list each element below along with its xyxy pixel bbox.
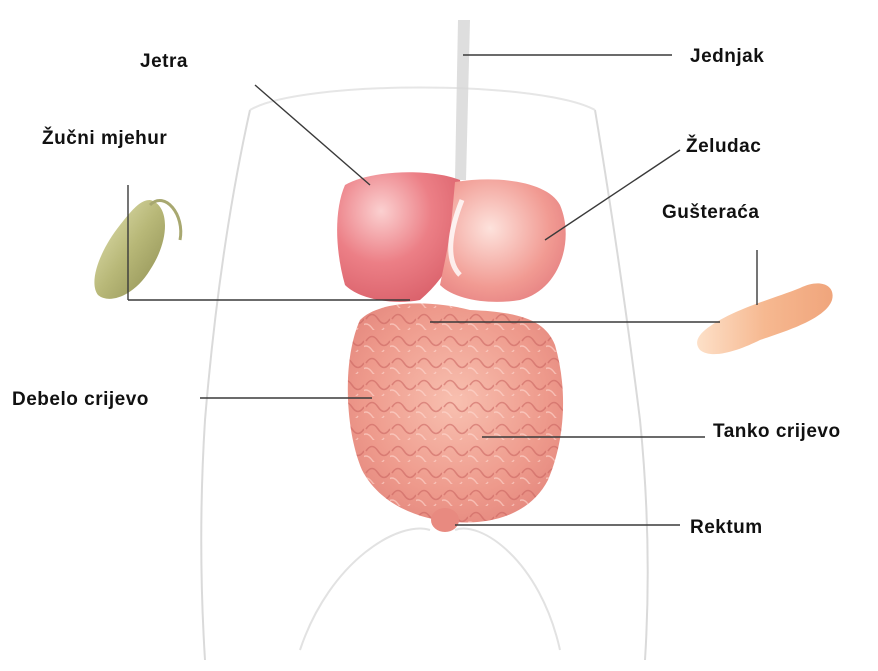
label-tanko-crijevo: Tanko crijevo (713, 421, 841, 442)
rectum-shape (431, 508, 459, 532)
leader-jetra (255, 85, 370, 185)
gallbladder-shape (94, 200, 165, 299)
stomach-shape (440, 179, 566, 301)
pancreas-shape (697, 283, 833, 354)
label-gusteraca: Gušteraća (662, 202, 759, 223)
label-jednjak: Jednjak (690, 46, 764, 67)
intestine-coils (348, 303, 563, 522)
label-debelo-crijevo: Debelo crijevo (12, 389, 149, 410)
label-zeludac: Želudac (686, 135, 761, 157)
label-zucni-mjehur: Žučni mjehur (42, 127, 167, 149)
label-jetra: Jetra (140, 51, 188, 72)
label-rektum: Rektum (690, 517, 763, 538)
esophagus-shape (455, 20, 470, 180)
